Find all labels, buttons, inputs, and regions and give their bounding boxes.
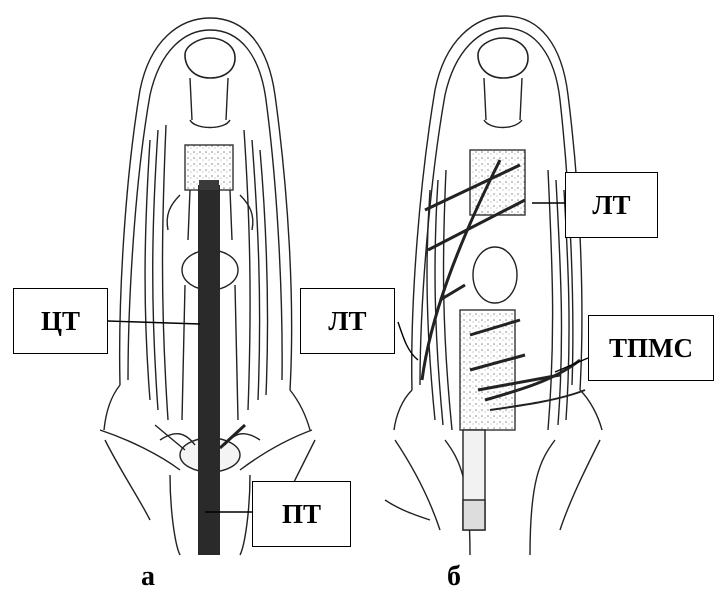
label-ct: ЦТ [13,288,108,354]
caption-b: б [447,561,461,593]
tpms-leader-line [555,358,588,372]
caption-a: а [141,561,155,593]
label-tpms: ТПМС [588,315,714,381]
label-lt-left: ЛТ [300,288,395,354]
lt-left-leader-line [398,322,418,360]
finger-drawing-b [385,16,602,555]
label-pt: ПТ [252,481,351,547]
central-tendon-a [198,185,220,555]
label-lt-top: ЛТ [565,172,658,238]
